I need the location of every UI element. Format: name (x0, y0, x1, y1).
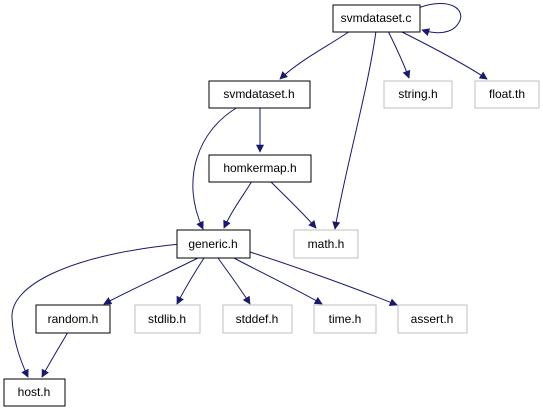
node-homkermap-h-box (208, 154, 312, 183)
node-host-h-label: host.h (18, 385, 51, 399)
node-homkermap-h-label: homkermap.h (223, 161, 296, 175)
edge-generic-h-to-random-h (103, 257, 199, 305)
node-string-h: string.h (383, 80, 453, 109)
node-svmdataset-h-label: svmdataset.h (223, 87, 294, 101)
node-math-h-box (293, 229, 359, 259)
node-stdlib-h-label: stdlib.h (148, 312, 186, 326)
node-generic-h-box (176, 229, 251, 259)
node-stdlib-h: stdlib.h (134, 304, 201, 334)
node-assert-h-box (397, 304, 468, 334)
node-stddef-h-box (222, 304, 293, 334)
edge-generic-h-to-stdlib-h (176, 257, 205, 305)
node-svmdataset-h[interactable]: svmdataset.h (208, 80, 311, 109)
node-host-h-box (3, 378, 66, 407)
edges-layer (11, 3, 488, 378)
edge-homkermap-h-to-generic-h (223, 180, 253, 229)
edge-svmdataset-c-to-float-th (399, 30, 488, 80)
node-string-h-label: string.h (398, 87, 437, 101)
node-generic-h[interactable]: generic.h (176, 229, 251, 259)
nodes-layer: svmdataset.c svmdataset.h string.h float… (3, 4, 540, 407)
node-stdlib-h-box (134, 304, 201, 334)
node-svmdataset-h-box (208, 80, 311, 109)
node-float-th-box (474, 80, 540, 109)
node-stddef-h-label: stddef.h (236, 312, 279, 326)
node-generic-h-label: generic.h (188, 237, 237, 251)
node-float-th-label: float.th (489, 87, 525, 101)
node-host-h[interactable]: host.h (3, 378, 66, 407)
node-svmdataset-c[interactable]: svmdataset.c (332, 4, 421, 33)
edge-svmdataset-c-to-math-h (332, 30, 377, 230)
edge-random-h-to-host-h (41, 331, 69, 378)
node-random-h-label: random.h (48, 312, 99, 326)
edge-svmdataset-c-to-svmdataset-c (417, 3, 462, 36)
node-time-h: time.h (313, 304, 377, 334)
node-stddef-h: stddef.h (222, 304, 293, 334)
node-time-h-label: time.h (329, 312, 362, 326)
node-svmdataset-c-label: svmdataset.c (341, 11, 412, 25)
node-homkermap-h[interactable]: homkermap.h (208, 154, 312, 183)
edge-generic-h-to-stddef-h (217, 257, 251, 305)
edge-svmdataset-c-to-string-h (387, 30, 411, 79)
node-assert-h-label: assert.h (411, 312, 454, 326)
node-assert-h: assert.h (397, 304, 468, 334)
edge-svmdataset-c-to-svmdataset-h (279, 30, 351, 80)
edge-homkermap-h-to-math-h (269, 180, 317, 229)
edge-generic-h-to-host-h (11, 243, 181, 378)
node-math-h-label: math.h (308, 237, 345, 251)
edge-generic-h-to-time-h (233, 257, 323, 305)
node-math-h: math.h (293, 229, 359, 259)
node-svmdataset-c-box (332, 4, 421, 33)
edge-svmdataset-h-to-generic-h (192, 106, 239, 230)
node-string-h-box (383, 80, 453, 109)
node-float-th: float.th (474, 80, 540, 109)
node-time-h-box (313, 304, 377, 334)
edge-generic-h-to-assert-h (249, 251, 398, 307)
node-random-h-box (35, 304, 111, 334)
node-random-h[interactable]: random.h (35, 304, 111, 334)
